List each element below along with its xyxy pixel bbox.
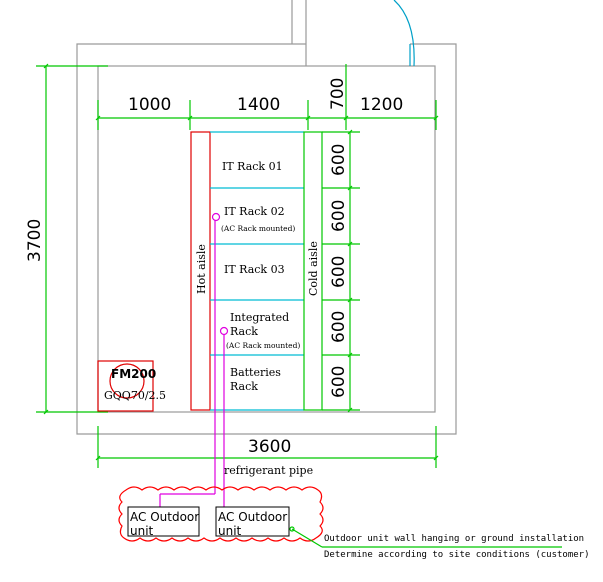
- dim-rack-600-4: 600: [329, 311, 349, 343]
- fm200-model: GQQ70/2.5: [104, 389, 166, 402]
- cold-aisle-label: Cold aisle: [307, 241, 320, 296]
- cold-aisle: [303, 131, 323, 411]
- rack-3-name: IT Rack 03: [224, 263, 285, 276]
- refrigerant-pipe-label: refrigerant pipe: [224, 464, 313, 477]
- dim-3700: 3700: [25, 219, 45, 262]
- dim-700: 700: [328, 78, 348, 110]
- outdoor-area-cloud: [118, 486, 324, 542]
- door-swing: [393, 0, 415, 67]
- fm200-unit: [97, 360, 154, 412]
- dim-1400: 1400: [237, 95, 280, 115]
- right-dimension-ladder: [322, 129, 360, 413]
- top-dimension-line: [95, 64, 439, 130]
- refrigerant-pipes: [159, 212, 229, 507]
- note-leader-line: [289, 526, 562, 548]
- dim-rack-600-3: 600: [329, 256, 349, 288]
- rack-4-name: Integrated: [230, 311, 289, 324]
- dim-1000: 1000: [128, 95, 171, 115]
- outdoor-unit-1-line2: unit: [130, 524, 154, 538]
- hot-aisle: [190, 131, 211, 411]
- outdoor-unit-2: [215, 506, 290, 537]
- rack-5-name: Batteries: [230, 366, 281, 379]
- outdoor-unit-1: [127, 506, 200, 537]
- bottom-dimension-line: [95, 426, 439, 468]
- fm200-label: FM200: [111, 367, 156, 381]
- rack-2-name: IT Rack 02: [224, 205, 285, 218]
- rack-4-sub: (AC Rack mounted): [226, 341, 300, 350]
- dim-3600: 3600: [248, 437, 291, 457]
- rack-1-name: IT Rack 01: [222, 160, 283, 173]
- note-line-2: Determine according to site conditions (…: [324, 550, 590, 560]
- dim-rack-600-1: 600: [329, 144, 349, 176]
- rack-2-sub: (AC Rack mounted): [221, 224, 295, 233]
- dim-rack-600-2: 600: [329, 200, 349, 232]
- outdoor-unit-2-line2: unit: [218, 524, 242, 538]
- rack-5-name-2: Rack: [230, 380, 258, 393]
- room-walls: [76, 0, 457, 435]
- rack-column: [210, 131, 304, 411]
- rack-4-name-2: Rack: [230, 325, 258, 338]
- outdoor-unit-2-line1: AC Outdoor: [218, 510, 287, 524]
- hot-aisle-label: Hot aisle: [195, 244, 208, 294]
- dim-1200: 1200: [360, 95, 403, 115]
- note-line-1: Outdoor unit wall hanging or ground inst…: [324, 534, 584, 544]
- left-dimension-line: [36, 63, 108, 415]
- dim-rack-600-5: 600: [329, 366, 349, 398]
- outdoor-unit-1-line1: AC Outdoor: [130, 510, 199, 524]
